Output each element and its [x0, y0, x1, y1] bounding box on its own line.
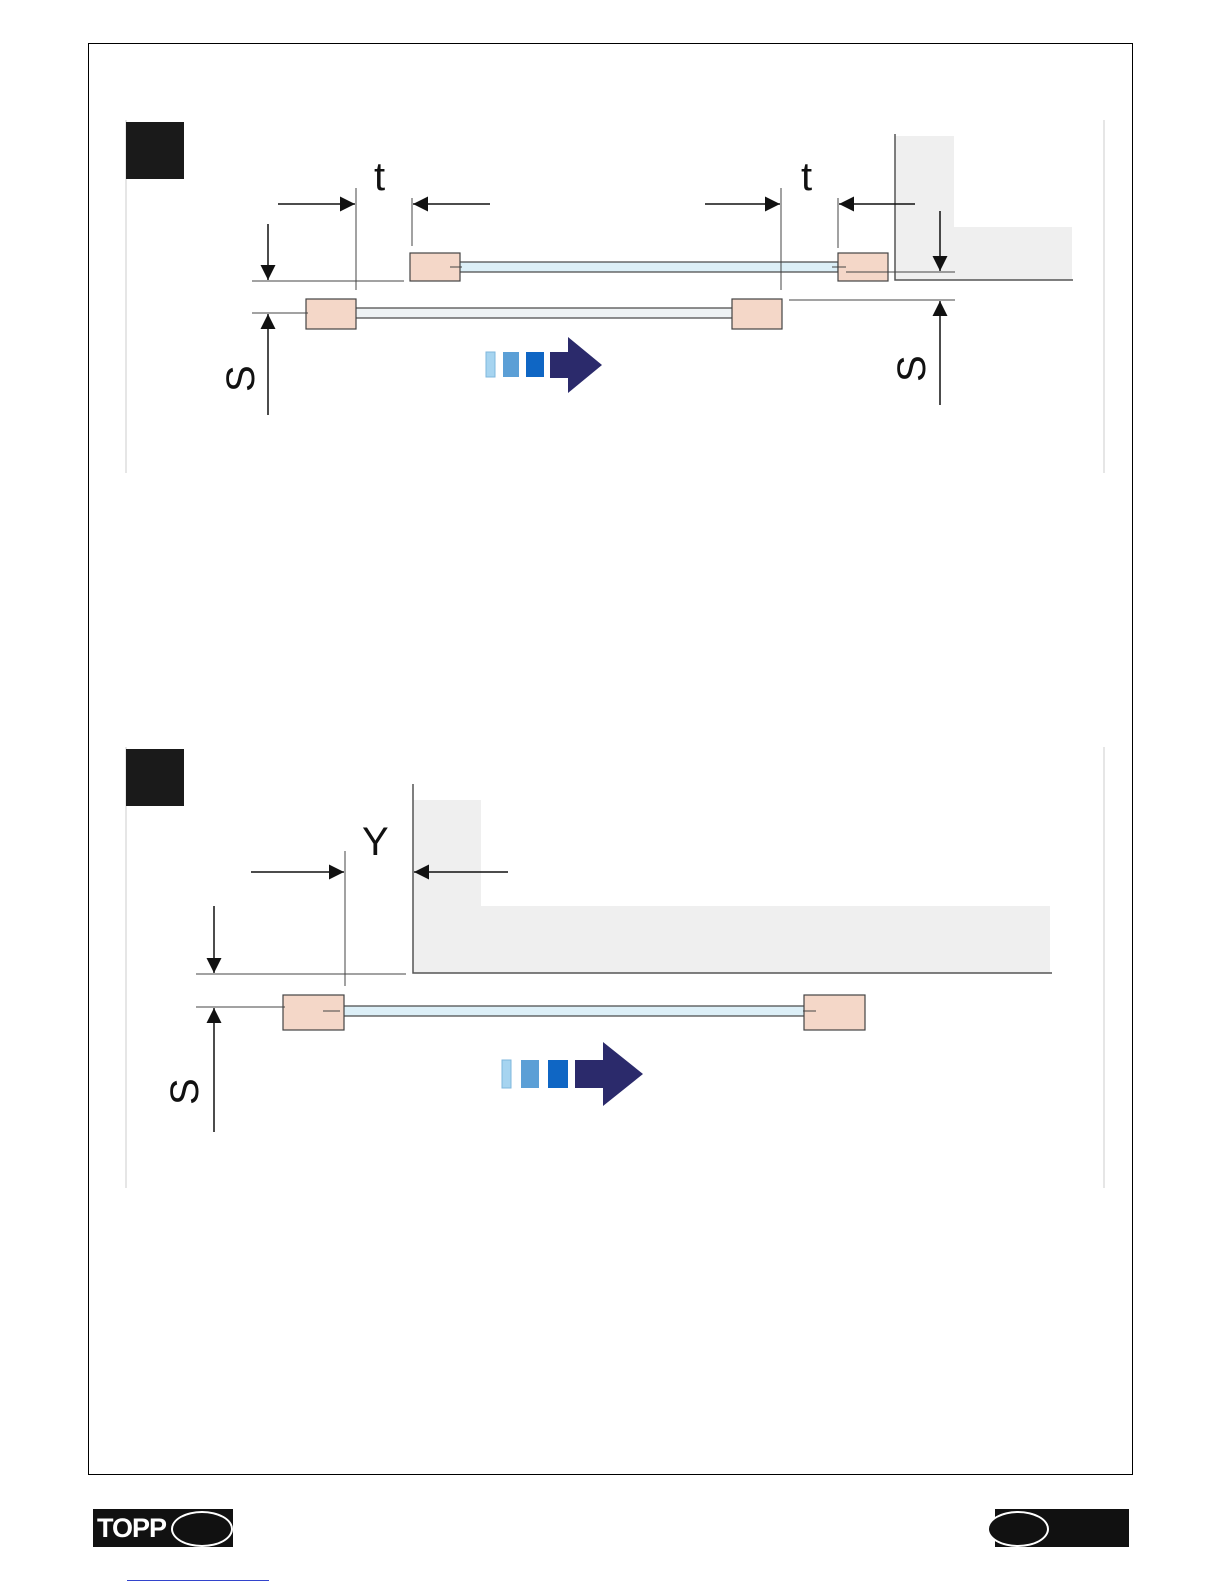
label-s-left: S — [219, 365, 263, 392]
slide-direction-arrow-icon — [486, 337, 602, 393]
label-s-right: S — [890, 355, 934, 382]
page-number-left — [171, 1511, 233, 1547]
page-number-right — [987, 1511, 1049, 1547]
label-y: Y — [362, 820, 389, 864]
diagram-1: t t S S — [126, 120, 1104, 473]
diagram-2: Y S — [126, 747, 1104, 1188]
wall-corner-1 — [895, 136, 1072, 280]
label-t-right: t — [801, 155, 812, 199]
footer-link-underline[interactable] — [127, 1580, 269, 1581]
step-badge-1 — [126, 122, 184, 179]
brand-text: TOPP — [97, 1513, 166, 1544]
step-badge-2 — [126, 749, 184, 806]
slide-direction-arrow-icon-2 — [502, 1042, 643, 1106]
lower-fixed-panel — [306, 299, 782, 329]
upper-sliding-panel — [410, 253, 888, 281]
footer: TOPP — [93, 1509, 1129, 1547]
label-t-left: t — [374, 155, 385, 199]
label-s: S — [163, 1078, 207, 1105]
wall-corner-2 — [413, 800, 1050, 973]
sliding-panel — [283, 995, 865, 1030]
